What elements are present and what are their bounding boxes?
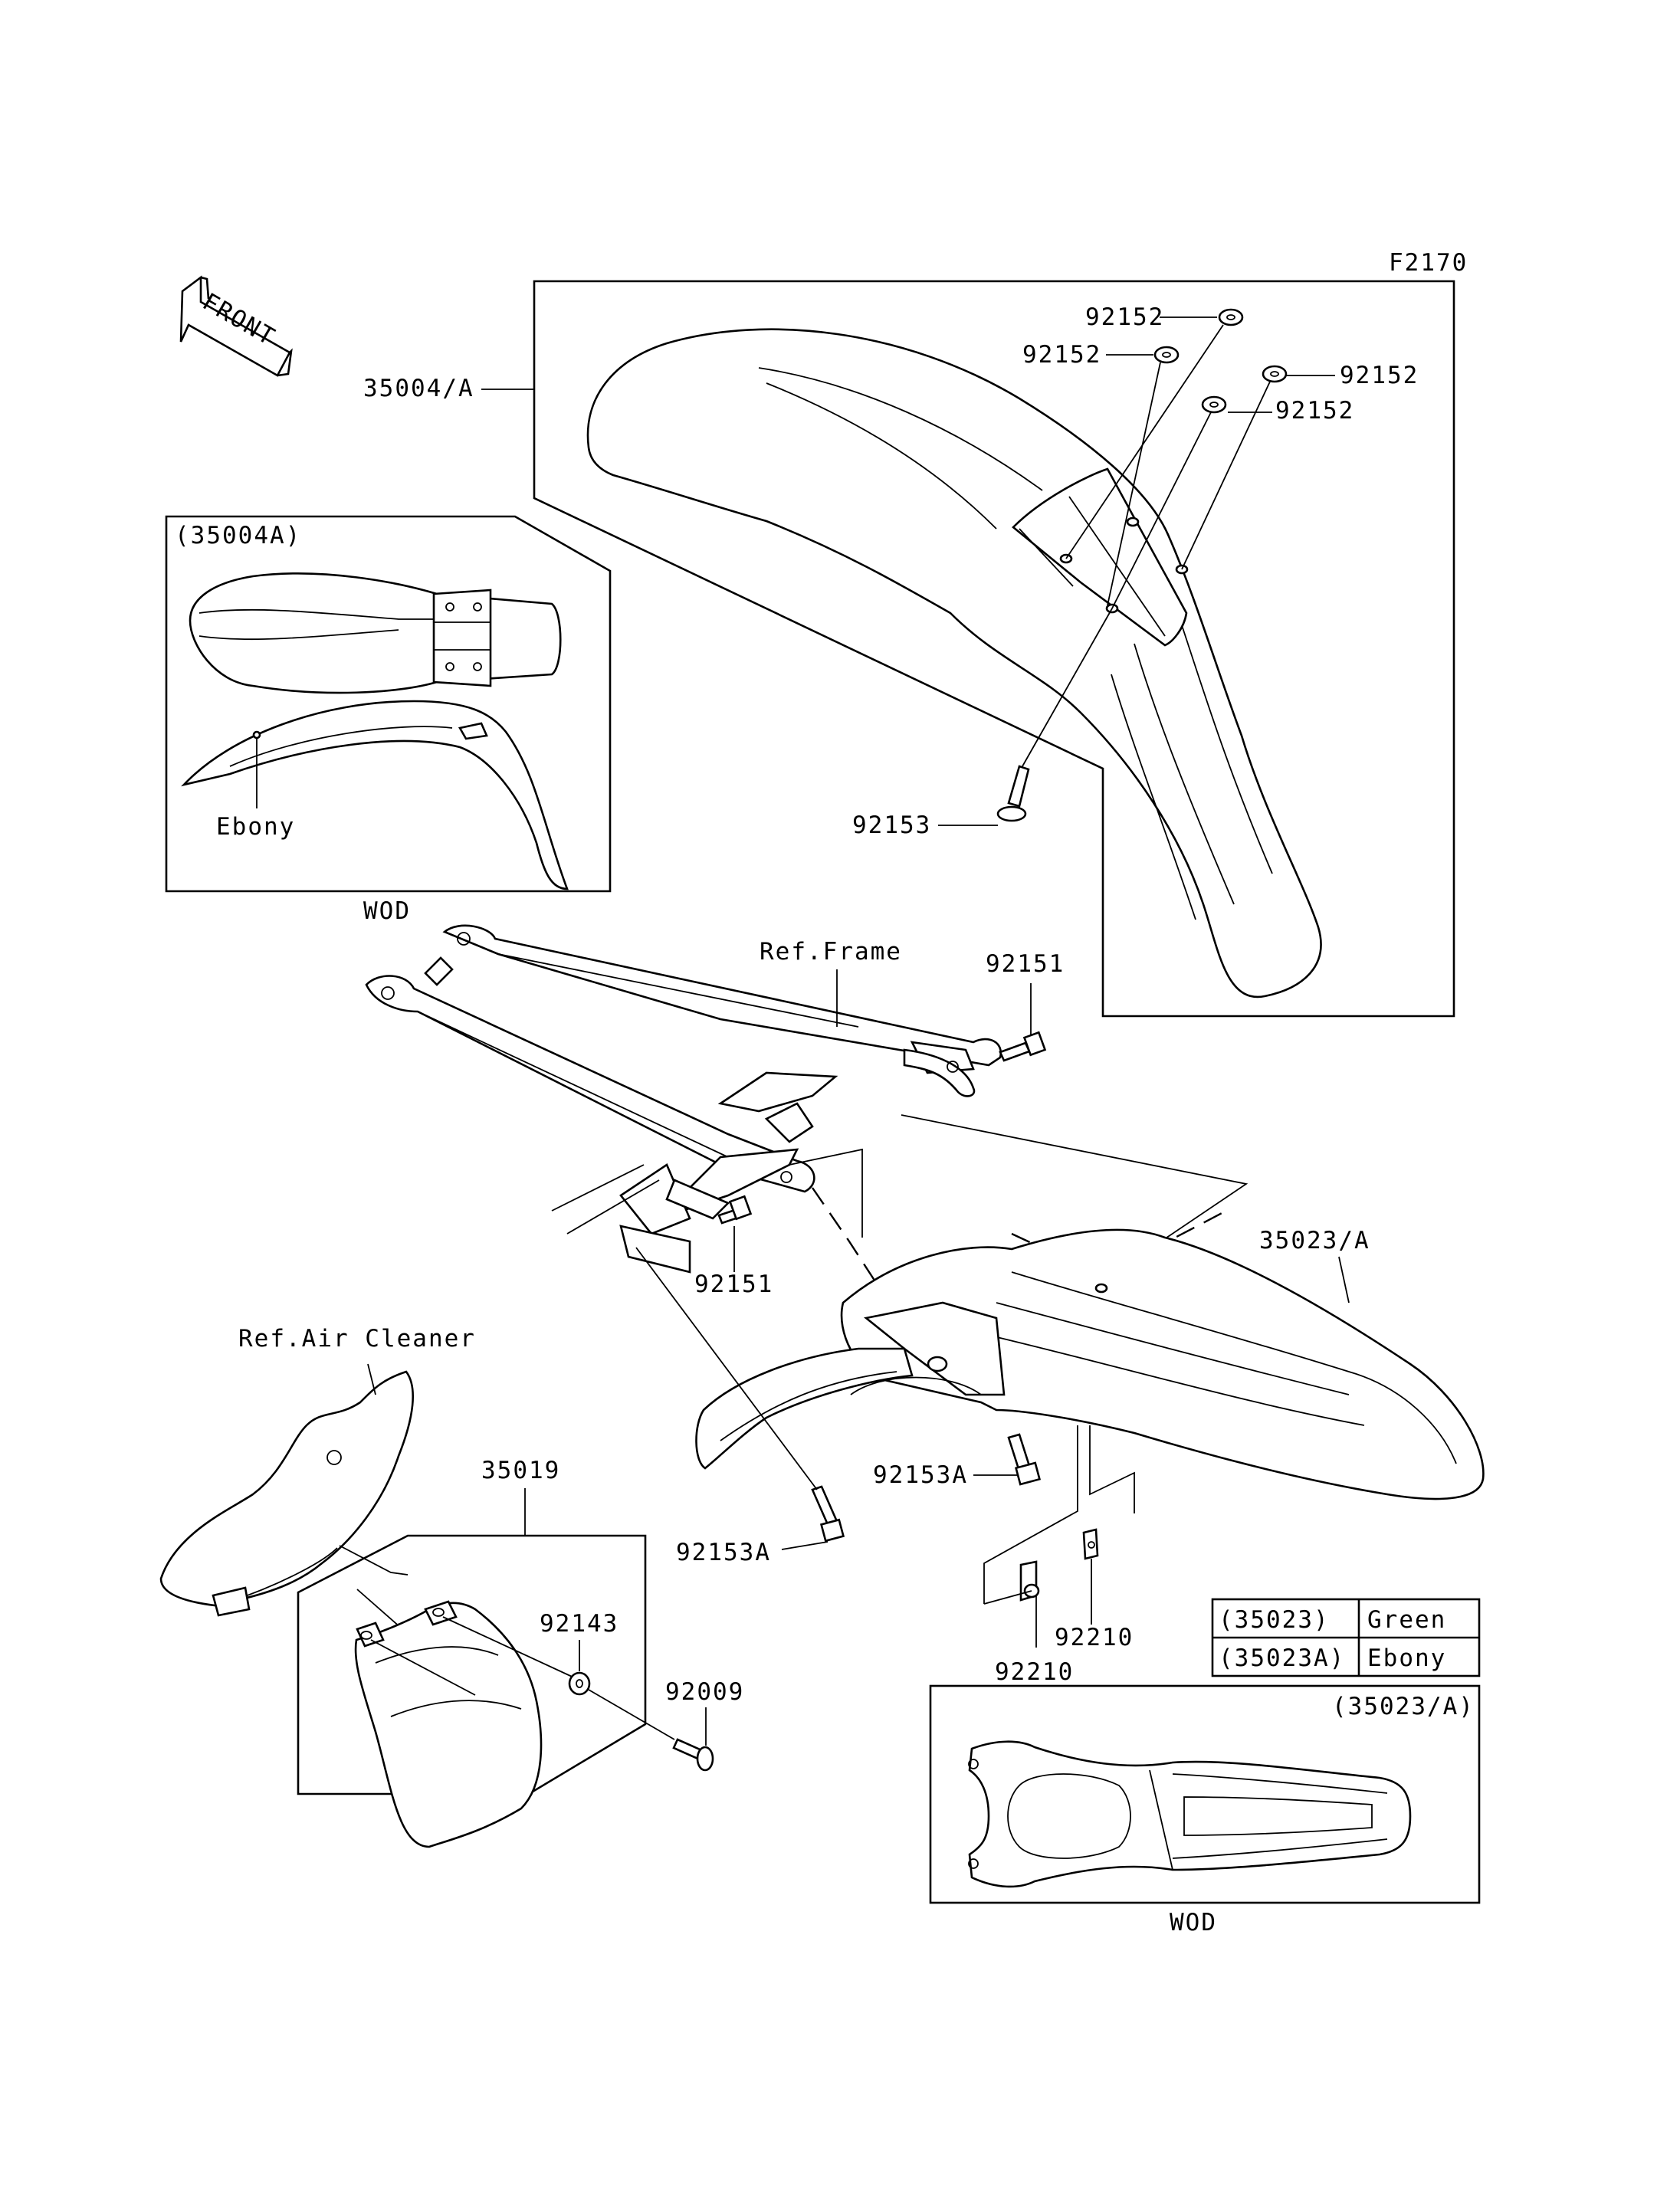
inset-front-outline (165, 515, 612, 893)
callout-92210-a: 92210 (1055, 1624, 1134, 1651)
washer-icon (1153, 308, 1288, 414)
front-fender (586, 328, 1322, 998)
mud-flap (354, 1600, 543, 1848)
callout-35023a: 35023/A (1259, 1227, 1370, 1254)
callout-92152-a: 92152 (1085, 303, 1164, 331)
clip-nut-icon (1082, 1528, 1099, 1560)
ref-frame-label: Ref.Frame (760, 938, 902, 966)
inset-rear-caption: WOD (1170, 1909, 1217, 1936)
screw-icon (672, 1738, 714, 1772)
frame-reference (365, 924, 1002, 1274)
callout-92153a-a: 92153A (676, 1539, 771, 1566)
callout-92152-d: 92152 (1275, 397, 1354, 425)
clip-nut-icon (1019, 1560, 1040, 1602)
color-table-code-2: (35023A) (1219, 1644, 1345, 1672)
bolt-icon (1007, 1433, 1041, 1486)
rear-fender (695, 1228, 1485, 1500)
inset-front-title: (35004A) (175, 522, 301, 549)
callout-35004a: 35004/A (363, 375, 474, 402)
inset-rear-outline (929, 1684, 1481, 1904)
bolt-icon (717, 1195, 753, 1225)
bolt-icon (999, 1031, 1047, 1062)
air-cleaner-reference (159, 1363, 414, 1617)
callout-92152-b: 92152 (1022, 341, 1101, 369)
front-fender-group-outline (533, 280, 1455, 1018)
callout-92153a-b: 92153A (873, 1461, 968, 1489)
front-arrow-icon: FRONT (179, 275, 293, 377)
color-table: (35023) Green (35023A) Ebony (1211, 1598, 1481, 1677)
callout-92009: 92009 (665, 1678, 744, 1706)
inset-front-caption: WOD (363, 897, 411, 925)
callout-92210-b: 92210 (995, 1658, 1074, 1686)
washer-icon (568, 1671, 591, 1696)
callout-92152-c: 92152 (1340, 362, 1419, 389)
inset-rear-title: (35023/A) (1332, 1693, 1475, 1720)
bolt-icon (996, 765, 1030, 822)
front-fender-side-view (181, 700, 569, 890)
bolt-icon (811, 1485, 845, 1543)
callout-92153: 92153 (852, 812, 931, 839)
color-table-color-2: Ebony (1367, 1644, 1446, 1672)
callout-92151-a: 92151 (986, 950, 1065, 978)
callout-35019: 35019 (481, 1457, 560, 1484)
front-fender-top-view (189, 572, 562, 694)
inset-front-color-label: Ebony (216, 813, 295, 841)
figure-code: F2170 (1389, 249, 1468, 277)
rear-fender-top-view (968, 1740, 1412, 1888)
mud-flap-group-outline (297, 1534, 647, 1795)
ref-air-cleaner-label: Ref.Air Cleaner (238, 1325, 476, 1353)
callout-92151-b: 92151 (694, 1271, 773, 1298)
color-table-code-1: (35023) (1219, 1606, 1330, 1634)
callout-92143: 92143 (540, 1610, 619, 1638)
color-table-color-1: Green (1367, 1606, 1446, 1634)
